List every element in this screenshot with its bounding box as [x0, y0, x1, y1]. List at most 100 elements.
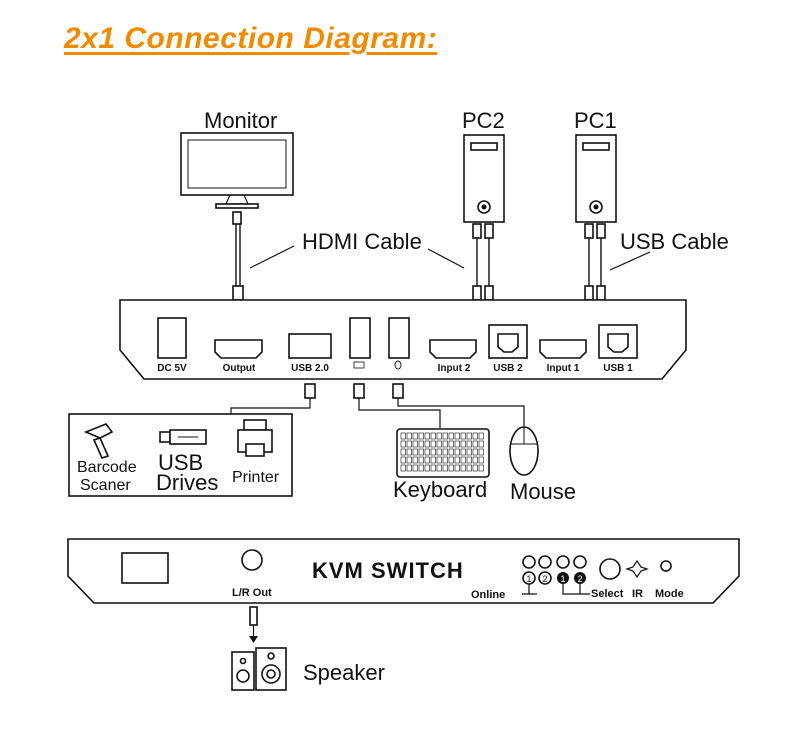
- select-led-2: [573, 555, 587, 569]
- select-num-2: 2: [577, 574, 582, 584]
- pc1-icon: [575, 134, 617, 223]
- usb-drive-icon: [159, 429, 207, 445]
- keyboard-key: [460, 448, 466, 456]
- keyboard-key: [418, 432, 424, 440]
- keyboard-key: [400, 432, 406, 440]
- peripheral-cables: [230, 383, 525, 428]
- select-led-1: [556, 555, 570, 569]
- keyboard-key: [448, 456, 454, 464]
- keyboard-key: [424, 464, 430, 472]
- keyboard-key: [460, 440, 466, 448]
- keyboard-key: [424, 456, 430, 464]
- keyboard-key: [448, 440, 454, 448]
- keyboard-key: [442, 464, 448, 472]
- online-led-1: [522, 555, 536, 569]
- keyboard-key: [454, 464, 460, 472]
- pc2-cables: [472, 223, 494, 301]
- keyboard-key: [400, 440, 406, 448]
- keyboard-key: [436, 464, 442, 472]
- port-input1: Input 1: [547, 363, 580, 374]
- keyboard-key: [460, 456, 466, 464]
- keyboard-key: [448, 448, 454, 456]
- select-button[interactable]: [599, 558, 621, 580]
- keyboard-key: [436, 456, 442, 464]
- keyboard-key: [418, 456, 424, 464]
- mouse-label: Mouse: [510, 479, 576, 504]
- pc1-cables: [584, 223, 606, 301]
- keyboard-key: [406, 440, 412, 448]
- port-usb1: USB 1: [603, 363, 633, 374]
- keyboard-key: [430, 448, 436, 456]
- keyboard-key: [442, 440, 448, 448]
- keyboard-key: [430, 440, 436, 448]
- keyboard-key: [412, 448, 418, 456]
- online-label: Online: [471, 589, 505, 601]
- keyboard-label: Keyboard: [393, 477, 487, 502]
- keyboard-key: [442, 432, 448, 440]
- select-label: Select: [591, 588, 624, 600]
- speaker-icon: [231, 647, 287, 691]
- keyboard-key: [466, 448, 472, 456]
- keyboard-key: [400, 456, 406, 464]
- speaker-label: Speaker: [303, 660, 385, 685]
- usb-cable-label: USB Cable: [620, 229, 729, 254]
- keyboard-key: [472, 456, 478, 464]
- online-num-2: 2: [542, 574, 547, 584]
- hdmi-cable-monitor: [232, 224, 244, 301]
- keyboard-key: [460, 432, 466, 440]
- hdmi-cable-label: HDMI Cable: [302, 229, 422, 254]
- barcode-label-1: Barcode: [77, 459, 137, 476]
- mode-button[interactable]: [660, 560, 672, 572]
- kvm-brand: KVM SWITCH: [312, 558, 464, 583]
- monitor-label: Monitor: [204, 108, 277, 133]
- online-num-1: 1: [526, 574, 531, 584]
- keyboard-key: [478, 448, 484, 456]
- port-usb2: USB 2: [493, 363, 523, 374]
- keyboard-key: [418, 440, 424, 448]
- port-input2: Input 2: [438, 363, 471, 374]
- keyboard-icon: [396, 428, 490, 478]
- keyboard-key: [400, 448, 406, 456]
- keyboard-key: [430, 432, 436, 440]
- barcode-scanner-icon: [83, 423, 114, 459]
- keyboard-key: [466, 440, 472, 448]
- keyboard-key: [418, 448, 424, 456]
- online-led-2: [538, 555, 552, 569]
- keyboard-key: [466, 432, 472, 440]
- ir-label: IR: [632, 588, 643, 600]
- keyboard-key: [406, 456, 412, 464]
- usb-drives-label-1: USB: [158, 450, 203, 475]
- keyboard-key: [442, 456, 448, 464]
- keyboard-key: [454, 440, 460, 448]
- keyboard-key: [466, 456, 472, 464]
- keyboard-key: [412, 440, 418, 448]
- keyboard-key: [454, 432, 460, 440]
- usb-drives-label-2: Drives: [156, 470, 218, 495]
- barcode-label-2: Scaner: [80, 477, 131, 494]
- keyboard-key: [412, 464, 418, 472]
- pc2-label: PC2: [462, 108, 505, 133]
- port-dc5v: DC 5V: [157, 363, 187, 374]
- usb-peripherals-box: Barcode Scaner USB Drives Printer: [68, 413, 293, 497]
- keyboard-key: [406, 432, 412, 440]
- pc2-icon: [463, 134, 505, 223]
- keyboard-key: [472, 448, 478, 456]
- port-output: Output: [223, 363, 256, 374]
- keyboard-key: [424, 432, 430, 440]
- keyboard-key: [478, 432, 484, 440]
- keyboard-key: [448, 432, 454, 440]
- keyboard-key: [472, 432, 478, 440]
- keyboard-key: [466, 464, 472, 472]
- keyboard-key: [472, 464, 478, 472]
- keyboard-key: [424, 448, 430, 456]
- keyboard-key: [436, 440, 442, 448]
- keyboard-key: [406, 464, 412, 472]
- printer-label: Printer: [232, 469, 280, 486]
- keyboard-key: [472, 440, 478, 448]
- lr-out-label: L/R Out: [232, 587, 272, 599]
- keyboard-key: [430, 464, 436, 472]
- monitor-icon: [180, 132, 294, 225]
- keyboard-key: [442, 448, 448, 456]
- select-num-1: 1: [560, 574, 565, 584]
